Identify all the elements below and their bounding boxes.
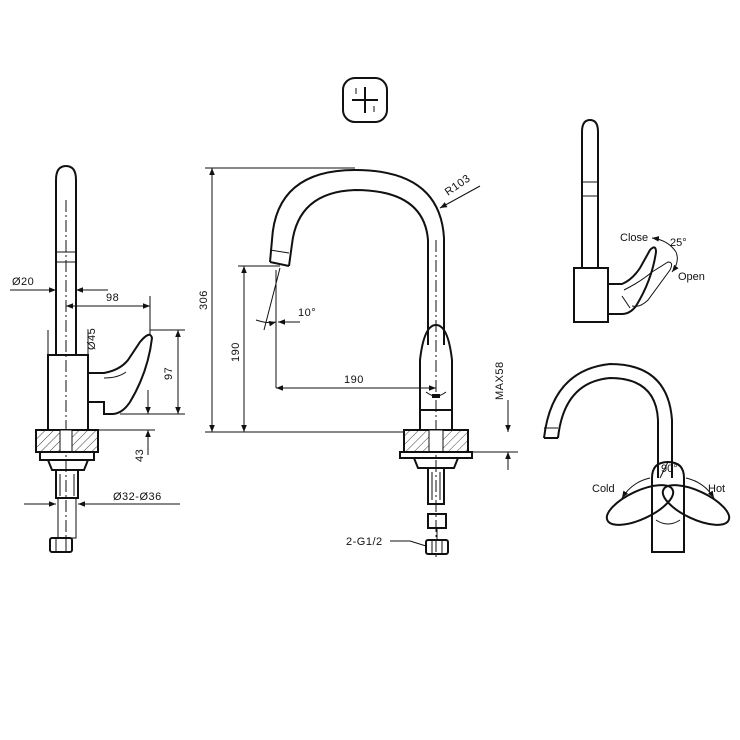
dim-190-vertical: 190 (230, 342, 242, 362)
label-hot: Hot (708, 483, 725, 495)
label-90-degree: 90° (661, 463, 678, 475)
dim-190-horizontal: 190 (344, 374, 364, 386)
cross-symbol-icon (342, 77, 388, 123)
dim-d45: Ø45 (86, 328, 98, 350)
dim-r103: R103 (443, 172, 473, 198)
dim-d20: Ø20 (12, 276, 34, 288)
front-view (269, 168, 473, 560)
lever-operation-view (573, 118, 679, 323)
dim-10-degree: 10° (298, 307, 316, 319)
side-view (35, 164, 154, 553)
front-view-dimensions (205, 167, 518, 547)
dim-max58: MAX58 (494, 361, 506, 400)
top-view-rotation (543, 362, 731, 553)
label-open: Open (678, 271, 705, 283)
dim-d32-d36: Ø32-Ø36 (113, 491, 162, 503)
dim-thread: 2-G1/2 (346, 536, 383, 548)
label-close: Close (620, 232, 648, 244)
dim-97: 97 (163, 367, 175, 380)
dim-43: 43 (134, 449, 146, 462)
dim-306: 306 (198, 290, 210, 310)
label-25-degree: 25° (670, 237, 687, 249)
label-cold: Cold (592, 483, 615, 495)
dim-98: 98 (106, 292, 119, 304)
side-view-dimensions (10, 287, 185, 507)
